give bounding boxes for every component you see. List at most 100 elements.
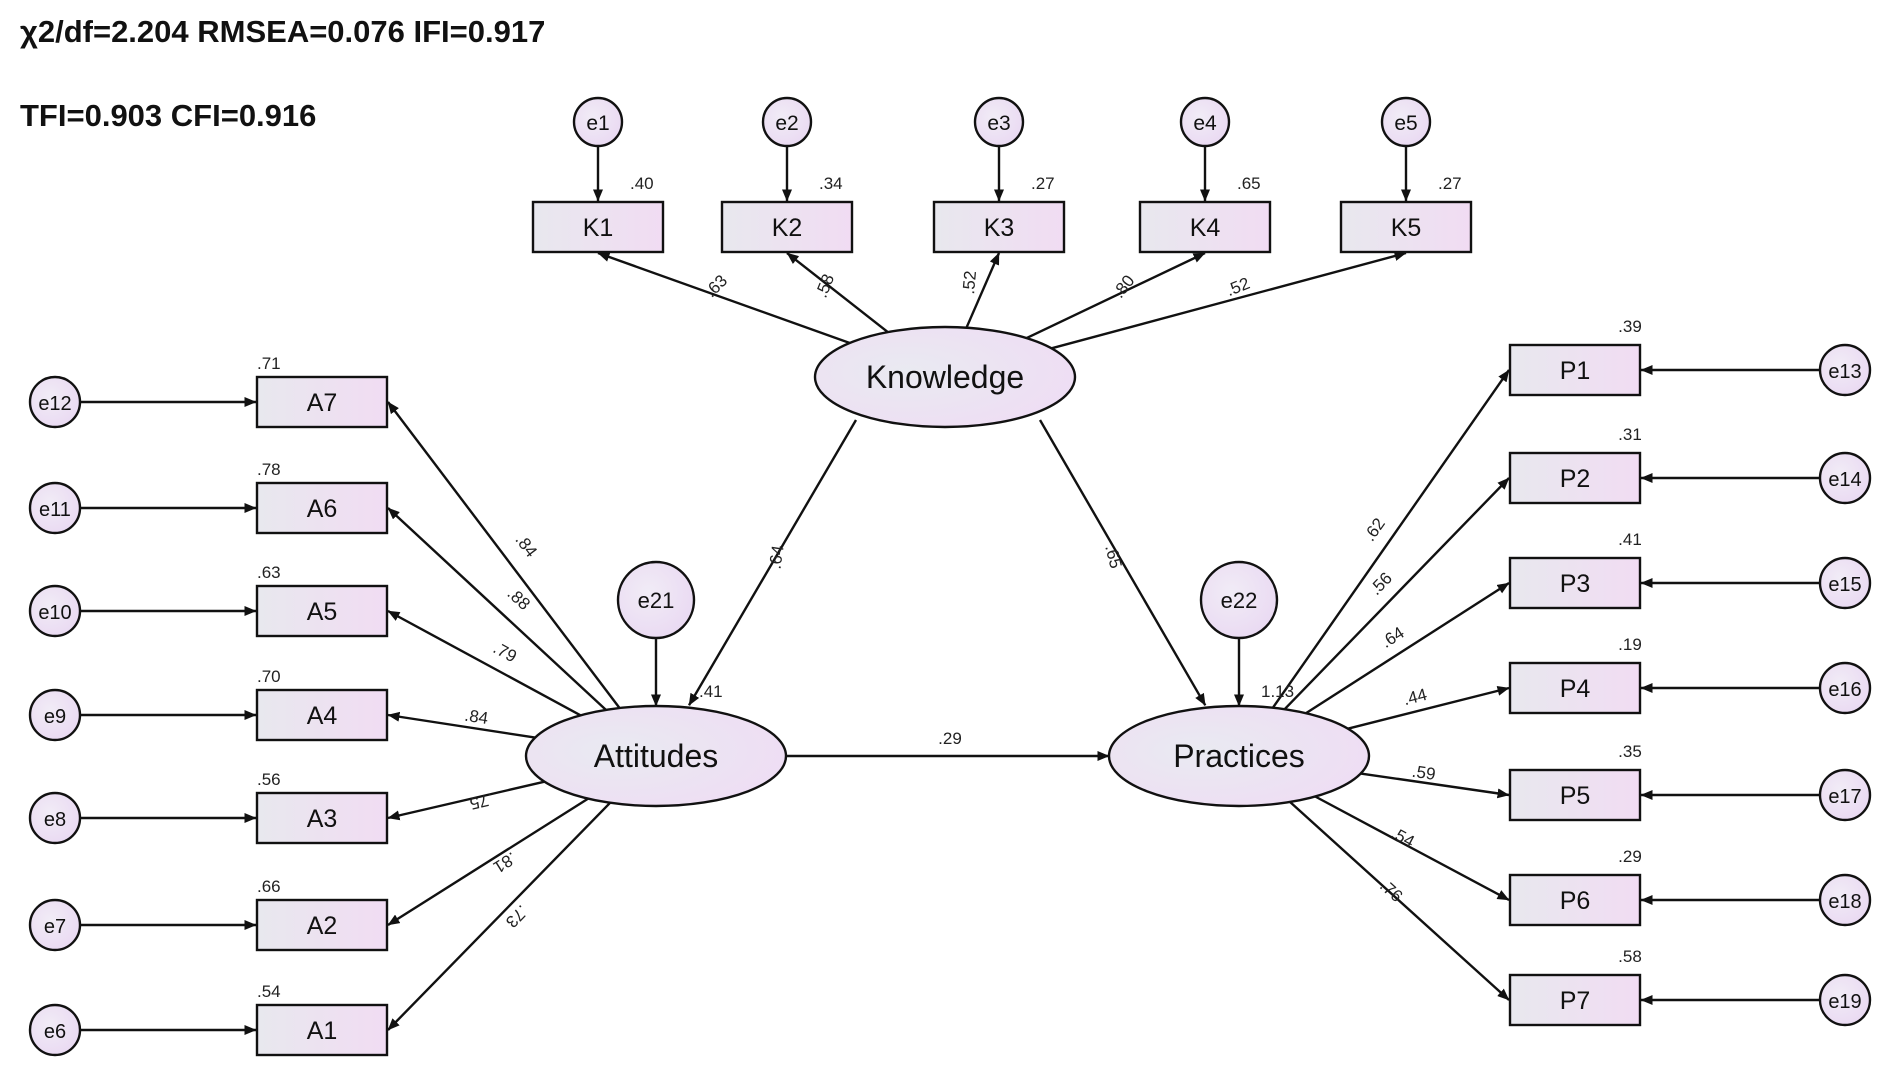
attitude-item-a3-label: A3: [307, 805, 338, 833]
knowledge-item-k5-error-label: e5: [1394, 112, 1417, 135]
practice-item-p3-box: [1508, 556, 1642, 610]
knowledge-item-k1-label: K1: [583, 214, 614, 242]
knowledge-item-k5-box: [1339, 200, 1473, 254]
attitudes-r2-label: .41: [699, 682, 723, 701]
error-e22-circle: [1199, 560, 1279, 640]
practice-item-p7-box: [1508, 973, 1642, 1027]
knowledge-item-k2-box: [720, 200, 854, 254]
practice-item-p6-error-circle: [1818, 873, 1872, 927]
attitude-item-a3-error-label: e8: [44, 809, 66, 831]
error-e21-label: e21: [638, 588, 675, 613]
knowledge-item-k4-loading-path: [1026, 251, 1206, 340]
attitude-item-a4-loading-path: [387, 711, 536, 739]
knowledge-item-k5-label: K5: [1391, 214, 1422, 242]
practice-item-p5-box: [1508, 768, 1642, 822]
practice-item-p1-r2: .39: [1618, 317, 1642, 336]
attitude-item-a7-box: [255, 375, 389, 429]
attitude-item-a3-box: [255, 791, 389, 845]
practice-item-p3-loading: .64: [1377, 623, 1407, 652]
knowledge-item-k3-loading-path: [965, 252, 1001, 329]
knowledge-item-k4-box: [1138, 200, 1272, 254]
practice-item-p5-label: P5: [1560, 782, 1591, 810]
practice-item-p3-error-label: e15: [1828, 574, 1861, 596]
latent-practices-ellipse: [1107, 704, 1371, 808]
knowledge-item-k2-loading-path: [786, 252, 889, 334]
latent-knowledge: Knowledge: [813, 325, 1077, 429]
knowledge-item-k4-r2: .65: [1237, 174, 1261, 193]
practice-item-p5-loading-path: [1360, 772, 1510, 799]
attitude-item-a7-error-circle: [28, 375, 82, 429]
knowledge-item-k5-loading-path: [1051, 251, 1407, 350]
practice-item-p3-r2: .41: [1618, 530, 1642, 549]
latent-knowledge-ellipse: [813, 325, 1077, 429]
practice-item-p3-loading-path: [1305, 581, 1510, 715]
knowledge-item-k3-loading: .52: [959, 270, 980, 295]
attitude-item-a2-loading: .81: [490, 848, 520, 877]
knowledge-item-k1-loading-path: [597, 251, 851, 345]
attitude-item-a4-error-label: e9: [44, 706, 66, 728]
attitude-item-a2-loading-path: [387, 797, 589, 927]
practice-item-p5-loading: .59: [1411, 762, 1437, 784]
attitude-item-a1-loading: .73: [502, 901, 532, 931]
attitude-item-a4-label: A4: [307, 702, 338, 730]
knowledge-item-k4-label: K4: [1190, 214, 1221, 242]
attitude-item-a2-error-label: e7: [44, 916, 66, 938]
practice-item-p2-r2: .31: [1618, 425, 1642, 444]
attitude-item-a7-loading-path: [387, 401, 621, 709]
attitude-item-a5-r2: .63: [257, 563, 281, 582]
attitude-item-a5-label: A5: [307, 598, 338, 626]
practice-item-p5-r2: .35: [1618, 742, 1642, 761]
practice-item-p4-loading: .44: [1401, 685, 1429, 709]
attitude-item-a6-error-label: e11: [39, 499, 71, 521]
path-knowledge-attitudes: [687, 419, 858, 706]
attitude-item-a1-loading-path: [387, 801, 611, 1031]
practice-item-p6-box: [1508, 873, 1642, 927]
knowledge-item-k1-loading: .63: [701, 271, 731, 301]
indicator-items: K1e1.40.63K2e2.34.58K3e3.27.52K4e4.65.80…: [28, 96, 1872, 1057]
attitude-item-a4-error-circle: [28, 688, 82, 742]
attitude-item-a6-box: [255, 481, 389, 535]
attitude-item-a6-label: A6: [307, 495, 338, 523]
attitude-item-a5-loading-path: [387, 609, 582, 717]
knowledge-item-k1-error-circle: [572, 96, 624, 148]
attitude-item-a4-r2: .70: [257, 667, 281, 686]
attitude-item-a1-error-circle: [28, 1003, 82, 1057]
latent-practices-label: Practices: [1173, 738, 1305, 774]
error-e21: e21: [616, 560, 696, 640]
attitude-item-a5-error-label: e10: [38, 602, 71, 624]
attitude-item-a3-loading: .75: [468, 789, 495, 813]
attitude-item-a1-r2: .54: [257, 982, 281, 1001]
practice-item-p4-label: P4: [1560, 675, 1591, 703]
knowledge-item-k2-error-label: e2: [775, 112, 798, 135]
knowledge-item-k5-r2: .27: [1438, 174, 1462, 193]
knowledge-item-k1-r2: .40: [630, 174, 654, 193]
attitude-item-a1-error-label: e6: [44, 1021, 66, 1043]
practices-r2-label: 1.13: [1261, 682, 1294, 701]
practice-item-p7-error-label: e19: [1828, 991, 1861, 1013]
attitude-item-a7-error-label: e12: [38, 393, 71, 415]
knowledge-item-k3-r2: .27: [1031, 174, 1055, 193]
latent-attitudes-label: Attitudes: [594, 738, 719, 774]
attitude-item-a6-error-circle: [28, 481, 82, 535]
attitude-item-a3-error-circle: [28, 791, 82, 845]
knowledge-item-k3-label: K3: [984, 214, 1015, 242]
knowledge-item-k1-box: [531, 200, 665, 254]
attitude-item-a2-error-circle: [28, 898, 82, 952]
latent-attitudes-ellipse: [524, 704, 788, 808]
practice-item-p7-r2: .58: [1618, 947, 1642, 966]
path-knowledge-practices: [1038, 419, 1207, 706]
attitude-item-a1-label: A1: [307, 1017, 338, 1045]
latent-attitudes: Attitudes: [524, 704, 788, 808]
practice-item-p4-r2: .19: [1618, 635, 1642, 654]
attitude-item-a7-label: A7: [307, 389, 338, 417]
error-e22: e22: [1199, 560, 1279, 640]
latent-knowledge-label: Knowledge: [866, 359, 1024, 395]
latent-practices: Practices: [1107, 704, 1371, 808]
attitude-item-a2-box: [255, 898, 389, 952]
practice-item-p1-loading-path: [1271, 369, 1510, 709]
attitude-item-a5-box: [255, 584, 389, 638]
practice-item-p7-loading: .76: [1376, 876, 1406, 906]
attitude-item-a5-error-circle: [28, 584, 82, 638]
